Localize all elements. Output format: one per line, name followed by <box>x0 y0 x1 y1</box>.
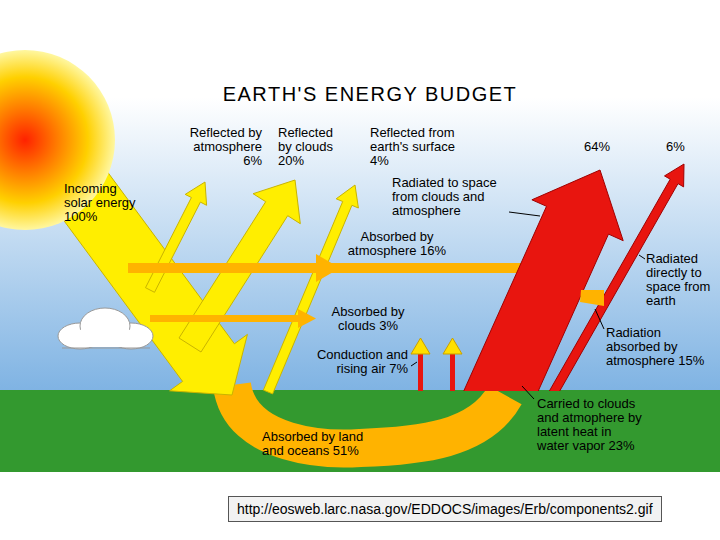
flow-label: Carried to clouds and atmophere by laten… <box>537 397 644 453</box>
cloud <box>58 308 153 349</box>
label-holder: Radiation absorbed by atmosphere 15% <box>606 326 708 368</box>
caption-holder: http://eosweb.larc.nasa.gov/EDDOCS/image… <box>228 496 662 522</box>
flow-label: Radiated to space from clouds and atmosp… <box>392 176 506 218</box>
flow-label: Absorbed by atmosphere 16% <box>343 230 451 258</box>
label-holder: 6% <box>666 140 696 154</box>
leader-line <box>509 212 540 216</box>
conduction-arrow <box>450 352 455 391</box>
diagram-title: EARTH'S ENERGY BUDGET <box>110 82 630 106</box>
cloud-body <box>74 330 136 347</box>
absorbed-clouds-band <box>150 315 300 322</box>
label-holder: Absorbed by clouds 3% <box>318 305 418 333</box>
leader-line <box>595 309 604 329</box>
label-holder: Radiated directly to space from earth <box>646 252 716 308</box>
flow-label: 6% <box>666 140 696 154</box>
conduction-arrow <box>418 352 423 391</box>
label-holder: Reflected from earth's surface 4% <box>370 126 470 168</box>
flow-label: Radiation absorbed by atmosphere 15% <box>606 326 708 368</box>
label-holder: Conduction and rising air 7% <box>300 348 408 376</box>
label-holder: Reflected by atmosphere 6% <box>176 126 262 168</box>
reflected-atmosphere-arrow <box>146 182 207 292</box>
label-holder: 64% <box>584 140 624 154</box>
leader-line <box>522 386 534 399</box>
incoming-solar-arrow <box>44 156 247 395</box>
conduction-arrow-head <box>443 338 462 354</box>
label-holder: Carried to clouds and atmophere by laten… <box>537 397 644 453</box>
radiation-absorbed-band <box>580 290 604 306</box>
flow-label: Reflected by clouds 20% <box>278 126 346 168</box>
label-holder: Absorbed by land and oceans 51% <box>262 430 382 458</box>
absorbed-clouds-head <box>298 309 316 328</box>
sky-ground <box>0 0 720 391</box>
cloud-base <box>62 348 150 349</box>
label-holder: Incoming solar energy 100% <box>64 182 144 224</box>
source-caption: http://eosweb.larc.nasa.gov/EDDOCS/image… <box>228 496 662 522</box>
flow-label: Conduction and rising air 7% <box>300 348 408 376</box>
title-holder: EARTH'S ENERGY BUDGET <box>110 82 630 106</box>
flow-label: Reflected from earth's surface 4% <box>370 126 470 168</box>
flow-label: 64% <box>584 140 624 154</box>
flow-label: Radiated directly to space from earth <box>646 252 716 308</box>
label-holder: Reflected by clouds 20% <box>278 126 346 168</box>
flow-label: Reflected by atmosphere 6% <box>176 126 262 168</box>
label-holder: Absorbed by atmosphere 16% <box>343 230 451 258</box>
label-holder: Radiated to space from clouds and atmosp… <box>392 176 506 218</box>
flow-label: Incoming solar energy 100% <box>64 182 144 224</box>
leader-line <box>411 362 417 366</box>
absorbed-atmosphere-head <box>316 254 340 282</box>
conduction-arrow-head <box>411 338 430 354</box>
flow-label: Absorbed by clouds 3% <box>318 305 418 333</box>
leader-line <box>639 255 645 259</box>
flow-label: Absorbed by land and oceans 51% <box>262 430 382 458</box>
